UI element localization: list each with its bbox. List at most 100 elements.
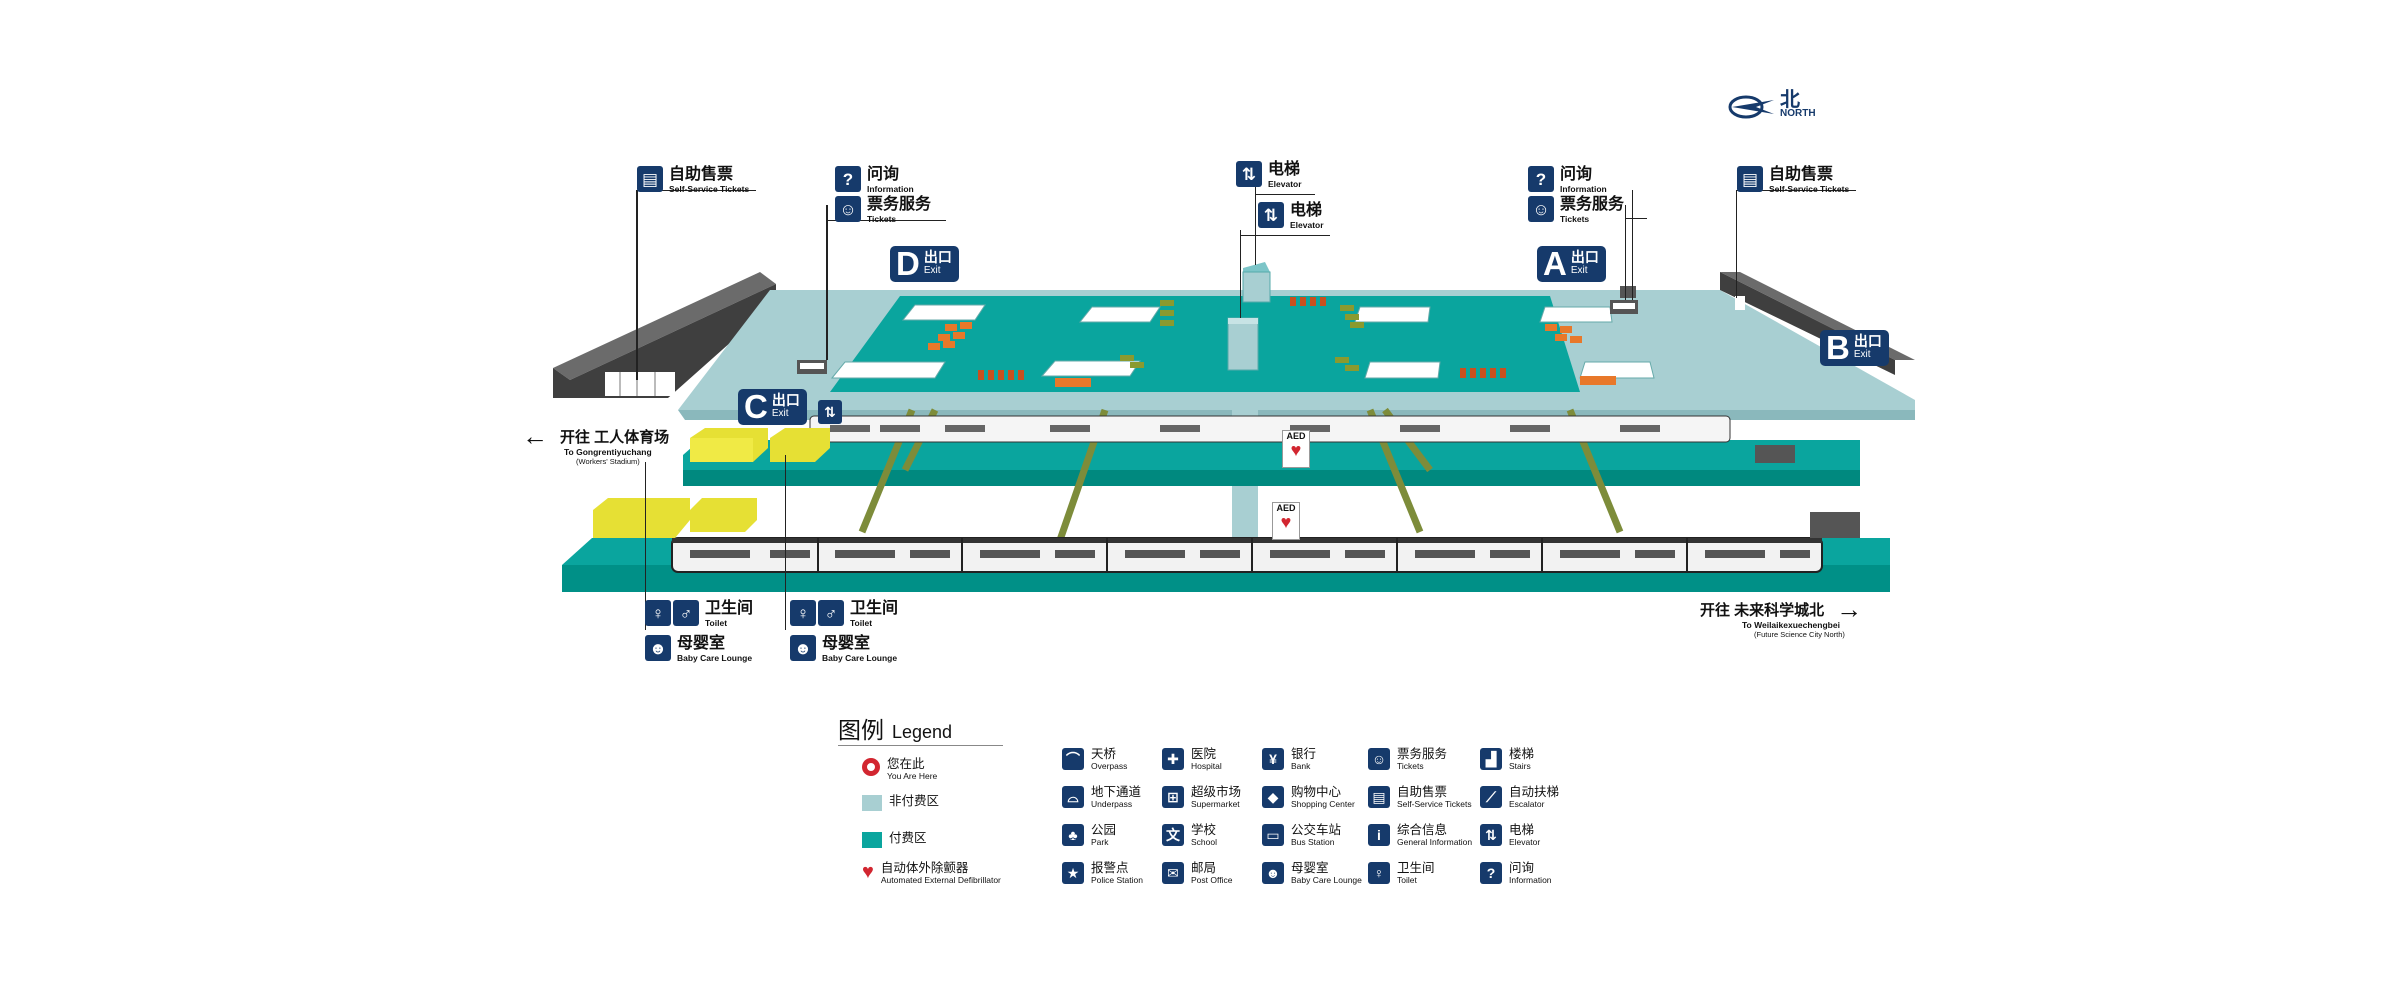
- shopping-icon: ◆: [1262, 786, 1284, 808]
- leader-line: [1240, 235, 1330, 236]
- compass-en: NORTH: [1780, 108, 1816, 119]
- toilet-icon: ♀: [790, 600, 816, 626]
- leader-line: [826, 220, 946, 221]
- direction-right: 开往 未来科学城北 → To Weilaikexuechengbei (Futu…: [1700, 594, 1863, 639]
- leader-line: [1255, 194, 1315, 195]
- park-icon: ♣: [1062, 824, 1084, 846]
- ticket-service-icon: ☺: [1368, 748, 1390, 770]
- arrow-left-icon: ←: [522, 421, 548, 451]
- stairs-icon: ▟: [1480, 748, 1502, 770]
- ticket-service-icon: ☺: [1528, 196, 1554, 222]
- left-building: [553, 272, 776, 398]
- leader-line: [1255, 180, 1256, 265]
- baby-care-icon: ☻: [790, 635, 816, 661]
- question-icon: ?: [1480, 862, 1502, 884]
- question-icon: ?: [1528, 166, 1554, 192]
- leader-line: [785, 455, 786, 630]
- overpass-icon: ⌒: [1062, 748, 1084, 770]
- aed-marker-lower: AED ♥: [1272, 502, 1300, 540]
- toilet-icon: ♂: [818, 600, 844, 626]
- unpaid-area-swatch: [862, 795, 882, 811]
- police-icon: ★: [1062, 862, 1084, 884]
- legend-paid-area: 付费区: [862, 832, 927, 848]
- leader-line: [1625, 218, 1647, 219]
- toilet-icon: ♀: [1368, 862, 1390, 884]
- leader-line: [1632, 190, 1633, 300]
- ticket-machine-icon: ▤: [1368, 786, 1390, 808]
- leader-line: [1736, 190, 1737, 298]
- lower-train: [671, 537, 1823, 573]
- direction-left: ← 开往 工人体育场 To Gongrentiyuchang (Workers'…: [522, 421, 670, 466]
- baby-care-icon: ☻: [645, 635, 671, 661]
- underpass-icon: ⌓: [1062, 786, 1084, 808]
- arrow-right-icon: →: [1836, 594, 1863, 624]
- baby-care-icon: ☻: [1262, 862, 1284, 884]
- bus-icon: ▭: [1262, 824, 1284, 846]
- aed-marker-upper: AED ♥: [1282, 430, 1310, 468]
- leader-line: [636, 190, 756, 191]
- compass-arrow-icon: [1728, 95, 1774, 119]
- aed-icon: ♥: [1280, 512, 1292, 532]
- toilet-icon: ♀: [645, 600, 671, 626]
- ticket-machine-icon: ▤: [1737, 166, 1763, 192]
- legend-unpaid-area: 非付费区: [862, 795, 939, 811]
- yellow-rooms: [593, 428, 830, 538]
- elevator-icon: ⇅: [1236, 161, 1262, 187]
- elevator-icon: ⇅: [818, 400, 842, 424]
- info-icon: i: [1368, 824, 1390, 846]
- leader-line: [1240, 230, 1241, 318]
- upper-train: [809, 415, 1731, 443]
- you-are-here-icon: [862, 758, 880, 776]
- stair-openings: [830, 304, 1655, 379]
- escalator-icon: ⟋: [1480, 786, 1502, 808]
- legend-divider: [838, 745, 1003, 746]
- hospital-icon: ✚: [1162, 748, 1184, 770]
- leader-line: [636, 190, 638, 380]
- ticket-service-icon: ☺: [835, 196, 861, 222]
- bank-icon: ¥: [1262, 748, 1284, 770]
- supermarket-icon: ⊞: [1162, 786, 1184, 808]
- upper-platform: [683, 440, 1860, 486]
- aed-icon: ♥: [1290, 440, 1302, 460]
- ticket-machine-icon: ▤: [637, 166, 663, 192]
- leader-line: [1736, 190, 1856, 191]
- toilet-icon: ♂: [673, 600, 699, 626]
- compass-zh: 北: [1780, 89, 1800, 111]
- leader-line: [826, 205, 828, 360]
- leader-line: [645, 462, 646, 630]
